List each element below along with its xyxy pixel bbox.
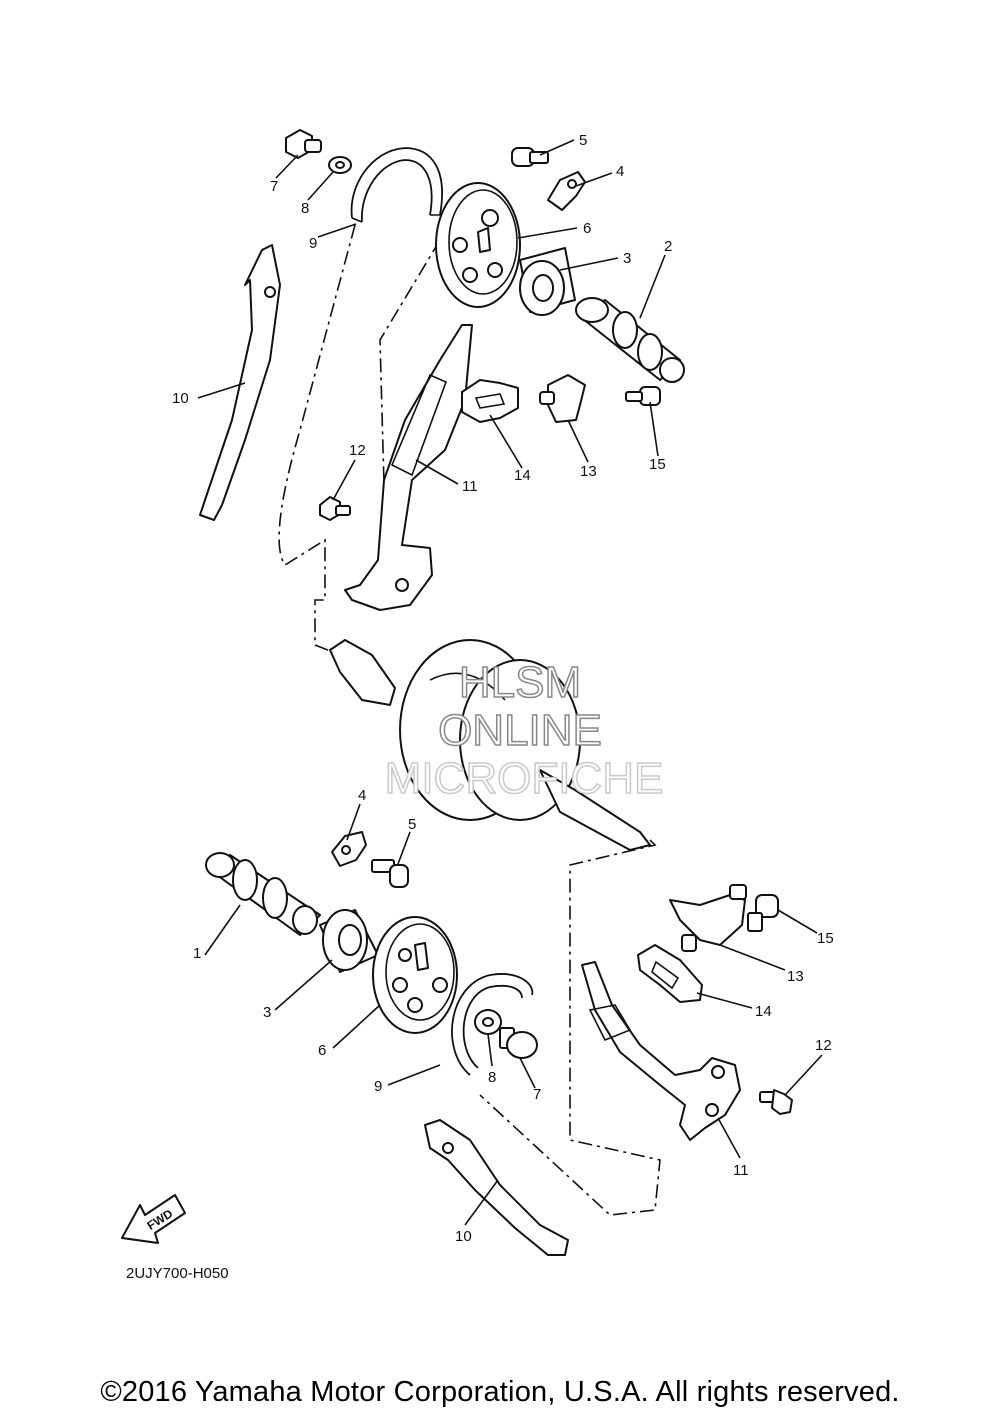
spacer-3-top [519, 247, 576, 316]
tensioner-13-bottom [669, 884, 747, 952]
bolt-12-bottom [759, 1089, 793, 1115]
chain-guide-10-bottom [424, 1119, 569, 1256]
bolt-7-bottom [499, 1027, 538, 1059]
callout-14-top: 14 [514, 467, 531, 484]
copyright-notice: ©2016 Yamaha Motor Corporation, U.S.A. A… [100, 1376, 900, 1408]
crankshaft [329, 639, 651, 851]
callout-10-top: 10 [172, 390, 189, 407]
callout-1-bottom: 1 [193, 945, 201, 962]
crank-link-left [314, 644, 334, 653]
callout-11-top: 11 [462, 478, 478, 495]
sprocket-6-top [435, 182, 521, 308]
leader-lines [197, 139, 823, 1226]
callout-2-top: 2 [664, 238, 672, 255]
callout-10-bottom: 10 [455, 1228, 472, 1245]
washer-8-top [328, 156, 352, 174]
camshaft-2-top [575, 297, 685, 383]
tensioner-13-top [539, 374, 586, 423]
crank-link-right [479, 839, 661, 1216]
bolt-15-top [625, 386, 661, 406]
callout-8-bottom: 8 [488, 1069, 496, 1086]
callout-6-top: 6 [583, 220, 591, 237]
callout-15-bottom: 15 [817, 930, 834, 947]
callout-12-bottom: 12 [815, 1037, 832, 1054]
sprocket-6-bottom [372, 916, 458, 1034]
callout-11-bottom: 11 [733, 1162, 749, 1179]
callout-9-bottom: 9 [374, 1078, 382, 1095]
callout-5-bottom: 5 [408, 816, 416, 833]
chain-path-top-right [379, 239, 441, 521]
callout-7-top: 7 [270, 178, 278, 195]
chain-guide-10-top [199, 244, 281, 521]
bolt-5-top [511, 147, 549, 167]
bolt-7-top [285, 129, 322, 159]
washer-8-bottom [474, 1009, 502, 1035]
callout-4-bottom: 4 [358, 787, 366, 804]
callout-4-top: 4 [616, 163, 624, 180]
bolt-15-bottom [747, 894, 779, 932]
tensioner-guide-11-bottom [581, 961, 741, 1141]
tensioner-guide-11-top [344, 324, 473, 611]
callout-9-top: 9 [309, 235, 317, 252]
callout-3-bottom: 3 [263, 1004, 271, 1021]
plate-4-top [547, 171, 586, 211]
callout-13-bottom: 13 [787, 968, 804, 985]
bolt-5-bottom [371, 859, 409, 888]
callout-3-top: 3 [623, 250, 631, 267]
watermark-line-1: HLSM [459, 658, 581, 707]
callout-6-bottom: 6 [318, 1042, 326, 1059]
callout-8-top: 8 [301, 200, 309, 217]
callouts-bottom: 4 5 1 3 6 9 8 7 15 13 14 12 11 10 [193, 787, 834, 1245]
callout-13-top: 13 [580, 463, 597, 480]
watermark-line-2: ONLINE [438, 706, 602, 755]
gasket-14-top [461, 379, 519, 423]
callout-5-top: 5 [579, 132, 587, 149]
chain-path-top [278, 224, 356, 645]
gasket-14-bottom [637, 944, 703, 1003]
spacer-3-bottom [319, 909, 379, 973]
callout-12-top: 12 [349, 442, 366, 459]
diagram-code: 2UJY700-H050 [126, 1265, 229, 1282]
watermark-line-3: MICROFICHE [385, 754, 664, 803]
callout-7-bottom: 7 [533, 1086, 541, 1103]
callouts-top: 7 8 9 5 4 6 3 2 10 12 11 14 13 15 [172, 132, 672, 495]
callout-15-top: 15 [649, 456, 666, 473]
callout-14-bottom: 14 [755, 1003, 772, 1020]
fwd-arrow: FWD [121, 1194, 186, 1244]
plate-4-bottom [331, 831, 367, 867]
bolt-12-top [319, 496, 351, 521]
camshaft-1 [205, 852, 321, 936]
cam-chain-top [350, 147, 443, 223]
